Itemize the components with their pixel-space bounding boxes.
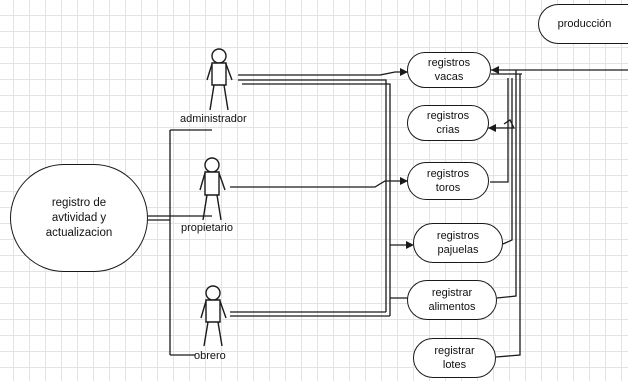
usecase-registros-toros-label: registros toros (426, 168, 470, 194)
connector-admin-drop-2 (242, 83, 391, 316)
arrow-head-pajuelas (406, 241, 414, 249)
actor-label-propietario[interactable]: propietario (181, 222, 233, 234)
usecase-registros-toros[interactable]: registros toros (407, 162, 489, 200)
actor-administrador-figure (206, 48, 233, 111)
actor-obrero-figure (200, 285, 227, 347)
connector-admin-vacas (238, 71, 408, 76)
usecase-registros-vacas[interactable]: registros vacas (407, 52, 491, 88)
actor-label-obrero[interactable]: obrero (194, 350, 226, 362)
arrow-head-vacas (400, 68, 408, 76)
usecase-registrar-lotes-label: registrar lotes (434, 345, 475, 371)
actor-label-administrador[interactable]: administrador (180, 113, 247, 125)
connector-propietario-toros (230, 180, 408, 188)
process-registro-actividad[interactable]: registro de avtividad y actualizacion (10, 164, 148, 272)
connector-right-bus-3 (496, 70, 517, 299)
usecase-produccion[interactable]: producción (538, 4, 628, 44)
actor-propietario-figure (199, 157, 226, 221)
connector-right-bus-1 (490, 78, 509, 183)
usecase-registros-crias-label: registros crias (426, 110, 470, 136)
usecase-registrar-alimentos[interactable]: registrar alimentos (407, 280, 497, 320)
connector-right-bus-4 (495, 74, 521, 358)
connector-right-bus-2 (502, 78, 513, 245)
usecase-registros-pajuelas[interactable]: registros pajuelas (413, 223, 503, 263)
process-label: registro de avtividad y actualizacion (45, 196, 113, 239)
connector-admin-drop (238, 79, 387, 312)
usecase-registrar-alimentos-label: registrar alimentos (428, 287, 476, 313)
connector-right-to-crias (488, 119, 516, 129)
usecase-registros-crias[interactable]: registros crias (407, 105, 489, 141)
usecase-registrar-lotes[interactable]: registrar lotes (413, 338, 496, 378)
arrow-head-crias (488, 124, 496, 132)
usecase-produccion-label: producción (557, 18, 612, 30)
usecase-registros-pajuelas-label: registros pajuelas (436, 230, 480, 256)
arrow-head-vacas-right (491, 66, 499, 74)
usecase-registros-vacas-label: registros vacas (427, 57, 471, 83)
arrow-head-toros (400, 177, 408, 185)
